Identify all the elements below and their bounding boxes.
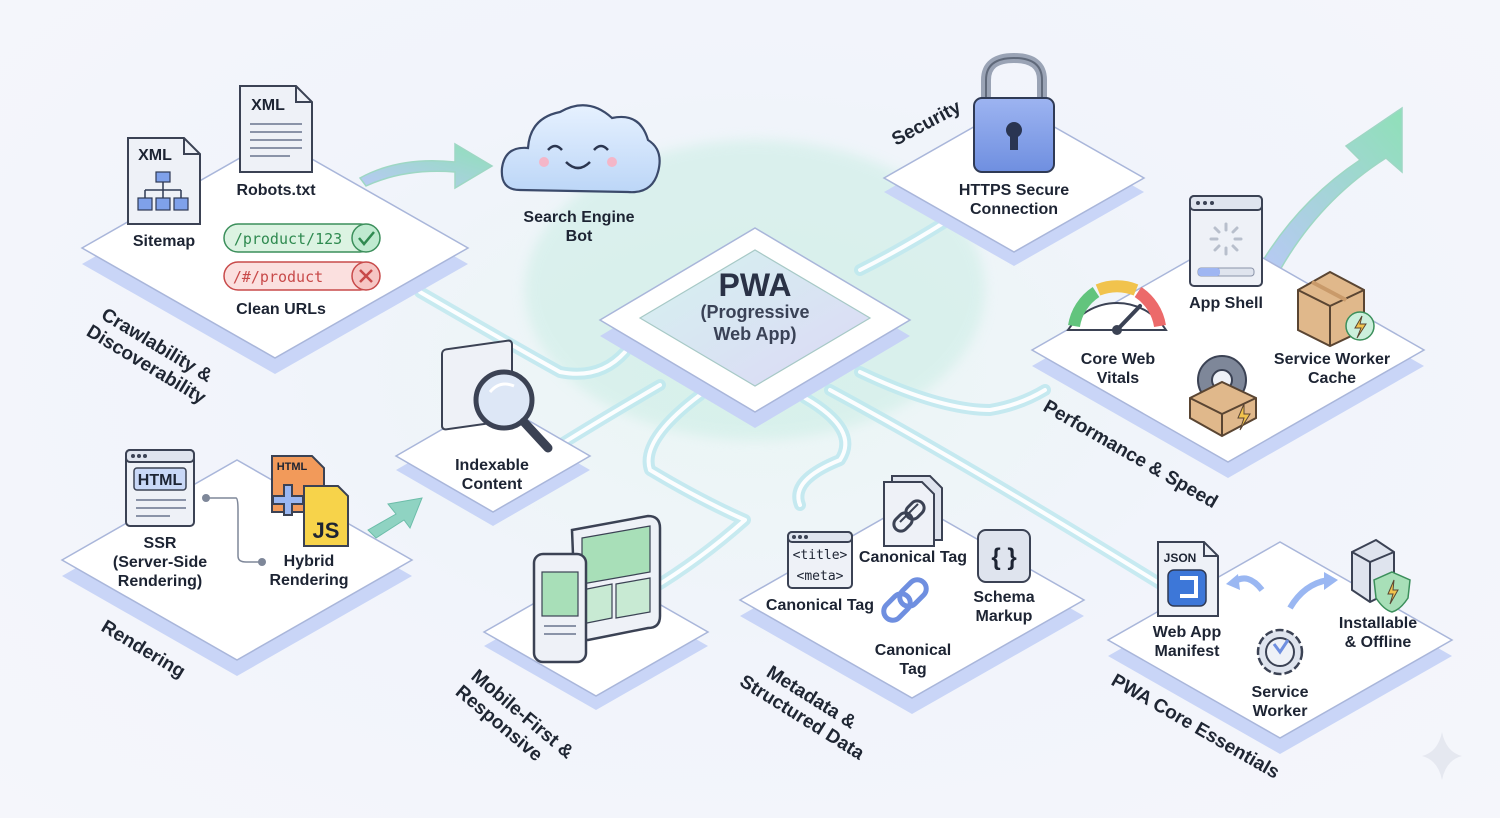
meta-window-label: Canonical Tag xyxy=(766,597,874,614)
indexable-label-2: Content xyxy=(462,476,523,493)
manifest-json-icon xyxy=(1157,541,1219,617)
ssr-label-1: SSR xyxy=(144,535,177,552)
bad-url-pill xyxy=(223,261,381,291)
sitemap-label: Sitemap xyxy=(133,233,195,250)
center-subtitle-1: (Progressive xyxy=(700,302,809,322)
service-worker-gear-icon xyxy=(1226,572,1338,676)
schema-label-2: Markup xyxy=(976,608,1033,625)
sw-cache-label-1: Service Worker xyxy=(1274,351,1390,368)
vitals-label-1: Core Web xyxy=(1081,351,1156,368)
json-badge: JSON xyxy=(1164,551,1197,565)
app-shell-icon xyxy=(1189,195,1263,287)
ssr-hybrid-connector xyxy=(206,497,262,563)
hybrid-label-1: Hybrid xyxy=(284,553,335,570)
lock-icon xyxy=(973,52,1055,173)
ssr-html-badge: HTML xyxy=(138,472,183,489)
sw-label-2: Worker xyxy=(1253,703,1308,720)
center-title: PWA xyxy=(719,267,792,303)
search-bot-cloud-icon xyxy=(500,104,661,194)
meta-tag-text: <meta> xyxy=(797,569,844,584)
hybrid-label-2: Rendering xyxy=(269,572,348,589)
sw-label-1: Service xyxy=(1252,684,1309,701)
good-url-text: /product/123 xyxy=(234,230,342,248)
ssr-label-3: Rendering) xyxy=(118,573,202,590)
schema-markup-icon xyxy=(977,529,1031,583)
sparkle-icon xyxy=(1422,732,1462,780)
sitemap-badge: XML xyxy=(138,147,172,164)
https-label-2: Connection xyxy=(970,201,1058,218)
canonical-top-label: Canonical Tag xyxy=(859,549,967,566)
ssr-html-window-icon xyxy=(125,449,195,527)
installable-label-2: & Offline xyxy=(1345,634,1412,651)
sitemap-icon xyxy=(127,137,201,225)
arrow-to-bot-icon xyxy=(358,142,494,190)
robots-txt-icon xyxy=(239,85,313,173)
bot-label-2: Bot xyxy=(566,228,593,245)
connectors xyxy=(414,216,1176,596)
installable-label-1: Installable xyxy=(1339,615,1417,632)
good-url-pill xyxy=(223,223,381,253)
hybrid-js-badge: JS xyxy=(313,518,340,543)
sw-cache-label-2: Cache xyxy=(1308,370,1356,387)
meta-tags-window-icon xyxy=(787,531,853,589)
vitals-label-2: Vitals xyxy=(1097,370,1140,387)
checkmark-icon xyxy=(358,231,375,246)
center-subtitle-2: Web App) xyxy=(714,324,797,344)
hybrid-rendering-icon xyxy=(271,455,349,547)
manifest-label-1: Web App xyxy=(1153,624,1222,641)
robots-badge: XML xyxy=(251,97,285,114)
robots-label: Robots.txt xyxy=(236,182,316,199)
indexable-magnifier-icon xyxy=(441,339,553,453)
schema-glyph: { } xyxy=(991,544,1016,571)
tile-security xyxy=(882,103,1146,266)
tile-center-pwa xyxy=(598,227,912,428)
title-tag-text: <title> xyxy=(793,548,848,563)
manifest-label-2: Manifest xyxy=(1155,643,1221,660)
schema-label-1: Schema xyxy=(973,589,1034,606)
clean-urls-label: Clean URLs xyxy=(236,301,326,318)
cache-gear-box-icon xyxy=(1189,355,1257,438)
cross-icon xyxy=(359,269,373,283)
app-shell-label: App Shell xyxy=(1189,295,1263,312)
https-label-1: HTTPS Secure xyxy=(959,182,1069,199)
canonical-doc-icon xyxy=(883,475,943,547)
canonical-bottom-label-1: Canonical xyxy=(875,642,951,659)
arrow-rendering-icon xyxy=(367,497,423,539)
hybrid-html-badge: HTML xyxy=(277,461,308,473)
bot-label-1: Search Engine xyxy=(523,209,634,226)
service-worker-cache-box-icon xyxy=(1297,270,1375,348)
core-web-vitals-gauge-icon xyxy=(1066,280,1168,335)
bad-url-text: /#/product xyxy=(233,268,323,286)
responsive-devices-icon xyxy=(532,514,662,664)
canonical-link-icon xyxy=(881,577,929,623)
ssr-label-2: (Server-Side xyxy=(113,554,207,571)
indexable-label-1: Indexable xyxy=(455,457,529,474)
installable-offline-icon xyxy=(1351,538,1411,613)
canonical-bottom-label-2: Tag xyxy=(899,661,926,678)
growth-arrow-icon xyxy=(1260,106,1403,271)
